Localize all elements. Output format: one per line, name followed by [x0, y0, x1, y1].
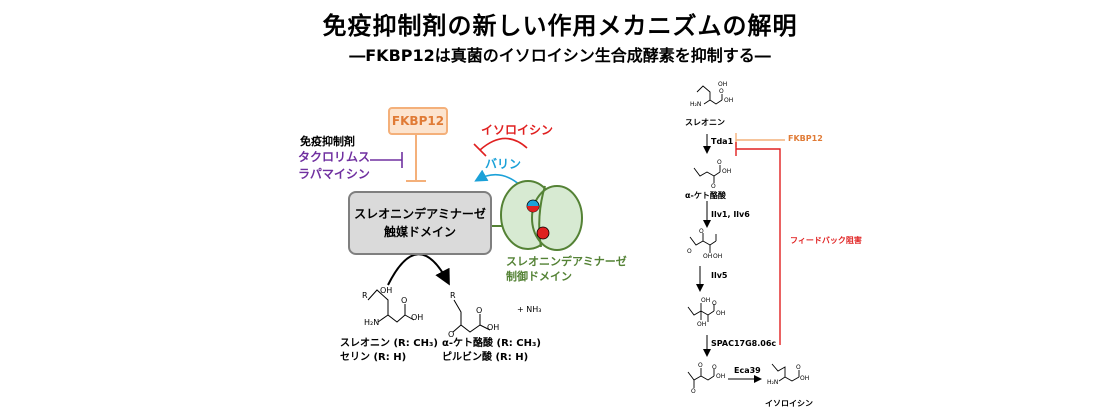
kb-atom-o: O [717, 159, 722, 166]
product-names: α-ケト酪酸 (R: CH₃) ピルビン酸 (R: H) [442, 337, 541, 365]
keto-methylvalerate-structure [687, 368, 715, 388]
pathway-isoleucine: イソロイシン [765, 399, 813, 408]
acetolactate-structure [689, 233, 717, 253]
pathway-fkbp12: FKBP12 [788, 134, 823, 143]
product-atom-r: R [450, 291, 456, 300]
substrate-threonine: スレオニン (R: CH₃) [340, 338, 438, 349]
kmv-atom-o2: O [712, 364, 717, 371]
enzyme-ilv5: Ilv5 [711, 271, 728, 280]
isoleucine-label: イソロイシン [481, 123, 554, 137]
product-atom-o-keto: O [448, 330, 455, 339]
catalytic-domain-sub: 触媒ドメイン [383, 225, 456, 239]
kmv-atom-oh: OH [716, 373, 726, 380]
isoleucine-structure [771, 363, 800, 382]
product-atom-o: O [476, 306, 483, 315]
al-atom-oh-right: OH [713, 253, 723, 260]
isoleucine-inhibition [473, 137, 528, 157]
kmv-atom-o: O [698, 362, 703, 369]
dh-atom-oh-top: OH [701, 297, 711, 304]
regulatory-domain-label: スレオニンデアミナーゼ 制御ドメイン [506, 254, 627, 284]
thr-atom-oh: OH [724, 97, 734, 104]
dh-atom-o: O [712, 300, 717, 307]
page-title: 免疫抑制剤の新しい作用メカニズムの解明 [322, 12, 798, 40]
enzyme-tda1: Tda1 [711, 137, 734, 146]
fkbp12-box: FKBP12 [388, 107, 448, 135]
al-atom-oh-left: OH [703, 253, 713, 260]
dh-atom-oh-bottom: OH [697, 321, 707, 328]
kb-atom-oh: OH [722, 168, 732, 175]
pathway-threonine: スレオニン [685, 118, 725, 127]
immunosuppressant-label: 免疫抑制剤 [300, 135, 355, 148]
product-ketobutyrate: α-ケト酪酸 (R: CH₃) [442, 338, 541, 349]
substrate-atom-h2n: H₂N [364, 318, 380, 327]
al-atom-o-keto: O [687, 248, 692, 255]
tacrolimus-label: タクロリムス [298, 150, 371, 164]
substrate-structure [367, 289, 415, 323]
rapamycin-label: ラパマイシン [298, 167, 370, 181]
fkbp12-pathway-inhibition [735, 133, 785, 147]
thr-atom-o: O [719, 88, 724, 95]
catalytic-domain-name: スレオニンデアミナーゼ [354, 207, 486, 221]
regulatory-domain-sub: 制御ドメイン [506, 270, 572, 283]
immunosuppressant-inhibition [370, 152, 403, 168]
page-subtitle: ―FKBP12は真菌のイソロイシン生合成酵素を抑制する― [349, 46, 771, 65]
product-pyruvate: ピルビン酸 (R: H) [442, 352, 529, 363]
ammonia-label: + NH₃ [517, 305, 542, 314]
fkbp12-inhibition [406, 133, 426, 182]
product-atom-oh: OH [487, 323, 500, 332]
thr-atom-h2n: H₂N [690, 101, 702, 108]
kb-atom-o-keto: O [711, 183, 716, 190]
product-structure [452, 299, 491, 333]
ile-atom-h2n: H₂N [767, 379, 779, 386]
substrate-serine: セリン (R: H) [340, 352, 407, 363]
binding-site-isoleucine [536, 226, 550, 240]
pathway-ketobutyrate: α-ケト酪酸 [685, 191, 726, 200]
regulatory-domain-name: スレオニンデアミナーゼ [506, 255, 627, 268]
enzyme-ilv1: Ilv1, Ilv6 [711, 210, 750, 219]
regulatory-domain [489, 180, 583, 251]
kmv-atom-o-bottom: O [691, 388, 696, 395]
binding-site-valine [526, 199, 540, 213]
threonine-structure [696, 85, 723, 105]
substrate-atom-oh: OH [411, 313, 424, 322]
substrate-atom-r: R [362, 291, 368, 300]
dihydroxy-structure [687, 303, 715, 322]
enzyme-eca39: Eca39 [734, 366, 761, 375]
thr-atom-oh-side: OH [718, 81, 728, 88]
dh-atom-oh-right: OH [716, 310, 726, 317]
enzyme-spac: SPAC17G8.06c [711, 339, 777, 348]
valine-label: バリン [485, 157, 522, 171]
ketobutyrate-structure [693, 165, 721, 183]
reaction-arrow [387, 253, 450, 286]
ile-atom-oh: OH [800, 375, 810, 382]
substrate-atom-oh-side: OH [380, 286, 393, 295]
catalytic-domain: スレオニンデアミナーゼ 触媒ドメイン [348, 191, 492, 255]
al-atom-o-top: O [699, 228, 704, 235]
feedback-inhibition-label: フィードバック阻害 [790, 236, 862, 245]
ile-atom-o: O [796, 364, 801, 371]
feedback-inhibition-line [735, 142, 781, 345]
substrate-names: スレオニン (R: CH₃) セリン (R: H) [340, 337, 438, 365]
substrate-atom-o: O [401, 296, 408, 305]
